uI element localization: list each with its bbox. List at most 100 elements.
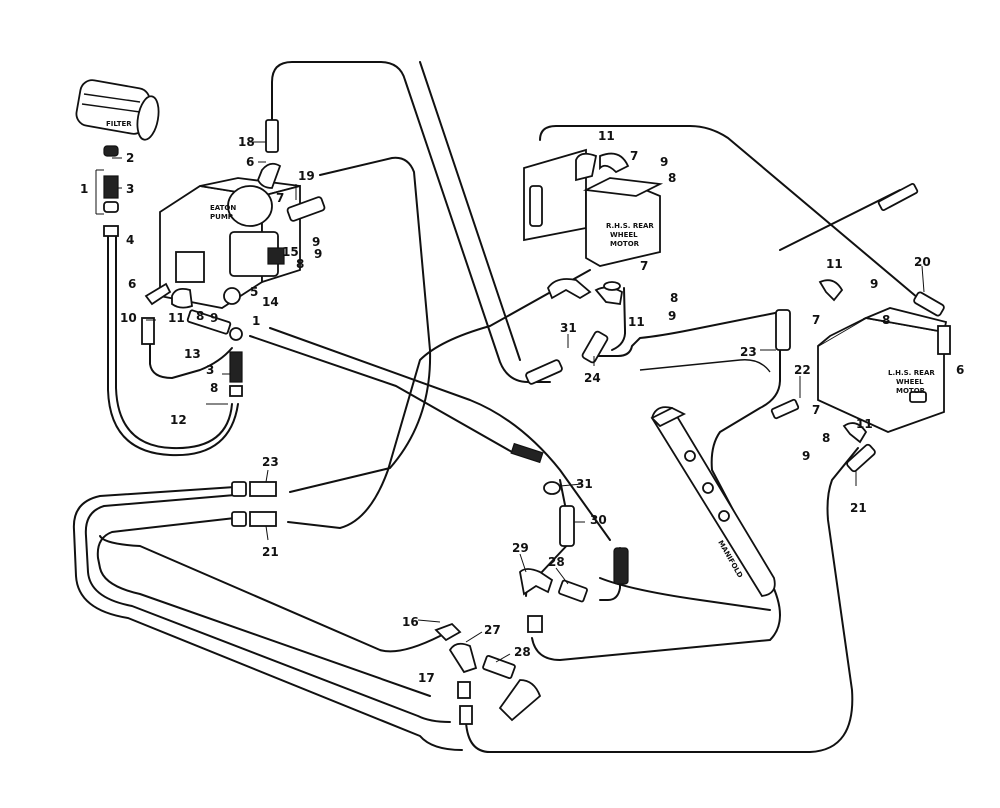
label-9-rhs-low: 9 (668, 309, 676, 323)
pump-fittings (141, 119, 326, 397)
label-8-lhs-low: 8 (822, 431, 830, 445)
label-15: 15 (282, 245, 299, 259)
label-21-right: 21 (850, 501, 867, 515)
hose-manifold-lower (599, 577, 771, 611)
label-11-rhs-low: 11 (628, 315, 645, 329)
label-2-pump: 8 (210, 381, 218, 395)
pipe-inner-2 (96, 517, 431, 697)
label-19: 19 (298, 169, 315, 183)
rhs-label-3: MOTOR (610, 240, 640, 248)
label-8-rhs: 8 (668, 171, 676, 185)
filter-fittings (95, 145, 119, 237)
label-23-left: 23 (262, 455, 279, 469)
label-2: 2 (126, 151, 134, 165)
hose-10 (149, 339, 233, 379)
label-28-mid: 28 (548, 555, 565, 569)
rhs-fittings (525, 278, 623, 385)
hose-right-loop (531, 341, 781, 661)
hose-pump-to-31 (249, 335, 513, 453)
label-8-pump: 8 (296, 257, 304, 271)
hose-long-right (639, 359, 771, 373)
label-9-pump2: 9 (210, 311, 218, 325)
label-31-top: 31 (560, 321, 577, 335)
label-30: 30 (590, 513, 607, 527)
label-8-pump2: 8 (196, 309, 204, 323)
label-12: 12 (170, 413, 187, 427)
lhs-label-3: MOTOR (896, 387, 926, 395)
pipe-inner-3 (99, 535, 441, 653)
label-16: 16 (402, 615, 419, 629)
label-29: 29 (512, 541, 529, 555)
label-11-lhs: 11 (826, 257, 843, 271)
filter-label: FILTER (106, 120, 132, 128)
label-9-lhs-low: 9 (802, 449, 810, 463)
hose-right-vertical (599, 547, 621, 601)
label-10: 10 (120, 311, 137, 325)
lhs-fittings (770, 183, 945, 473)
label-17: 17 (418, 671, 435, 685)
label-6-lhs: 6 (956, 363, 964, 377)
label-13: 13 (184, 347, 201, 361)
hose-21-right (465, 447, 859, 753)
hose-18-to-24 (271, 61, 551, 383)
pipe-outer (72, 486, 463, 751)
label-9-lhs: 9 (870, 277, 878, 291)
label-7-lhs-low: 7 (812, 403, 820, 417)
pump-label-1: EATON (210, 204, 236, 212)
hose-pump-to-23 (289, 156, 432, 493)
rhs-label-1: R.H.S. REAR (606, 222, 654, 230)
label-4: 4 (126, 233, 134, 247)
lhs-motor: L.H.S. REAR WHEEL MOTOR (817, 307, 951, 433)
label-11-rhs: 11 (598, 129, 615, 143)
label-20: 20 (914, 255, 931, 269)
label-21-left: 21 (262, 545, 279, 559)
label-3-top: 3 (126, 182, 134, 196)
lhs-label-2: WHEEL (896, 378, 924, 386)
lower-fittings (231, 442, 629, 725)
label-8-rhs-low: 8 (670, 291, 678, 305)
hose-diag-18 (419, 61, 521, 361)
hose-20 (779, 189, 901, 251)
hose-rhs-to-manifold (611, 287, 627, 351)
label-1-pump: 1 (252, 314, 260, 328)
hose-pump-to-manifold (269, 327, 611, 541)
label-6-left: 6 (128, 277, 136, 291)
rhs-motor: R.H.S. REAR WHEEL MOTOR (523, 148, 664, 267)
filter: FILTER (75, 79, 160, 141)
label-23-right: 23 (740, 345, 757, 359)
label-7-lhs: 7 (812, 313, 820, 327)
label-9-rhs: 9 (660, 155, 668, 169)
hose-12 (107, 231, 239, 457)
pump-label-2: PUMP (210, 213, 233, 221)
hose-12b (115, 231, 233, 450)
pipe-inner-1 (84, 494, 451, 723)
hose-manifold-to-lhs (595, 311, 781, 357)
label-7-rhs-low: 7 (640, 259, 648, 273)
part-numbers: 2 3 1 4 18 6 19 7 15 8 9 6 5 14 9 8 11 1… (80, 129, 964, 685)
eaton-pump: EATON PUMP (159, 177, 301, 309)
label-27: 27 (484, 623, 501, 637)
label-11-lhs-low: 11 (856, 417, 873, 431)
lhs-label-1: L.H.S. REAR (888, 369, 935, 377)
label-28-lower: 28 (514, 645, 531, 659)
label-6-pump: 6 (246, 155, 254, 169)
label-11-pump: 11 (168, 311, 185, 325)
label-9-extra: 9 (312, 235, 320, 249)
label-14: 14 (262, 295, 279, 309)
hose-rhs-to-lhs (539, 125, 919, 299)
leader-lines (112, 141, 925, 663)
label-5: 5 (250, 285, 258, 299)
label-3-pump: 3 (206, 363, 214, 377)
label-7-pump: 7 (276, 191, 284, 205)
label-24: 24 (584, 371, 601, 385)
label-22: 22 (794, 363, 811, 377)
label-31-mid: 31 (576, 477, 593, 491)
label-18: 18 (238, 135, 255, 149)
label-9-pump: 9 (314, 247, 322, 261)
hose-pump-to-21 (287, 269, 591, 529)
label-8-lhs: 8 (882, 313, 890, 327)
label-7-rhs: 7 (630, 149, 638, 163)
manifold: MANIFOLD (650, 406, 776, 597)
rhs-label-2: WHEEL (610, 231, 638, 239)
